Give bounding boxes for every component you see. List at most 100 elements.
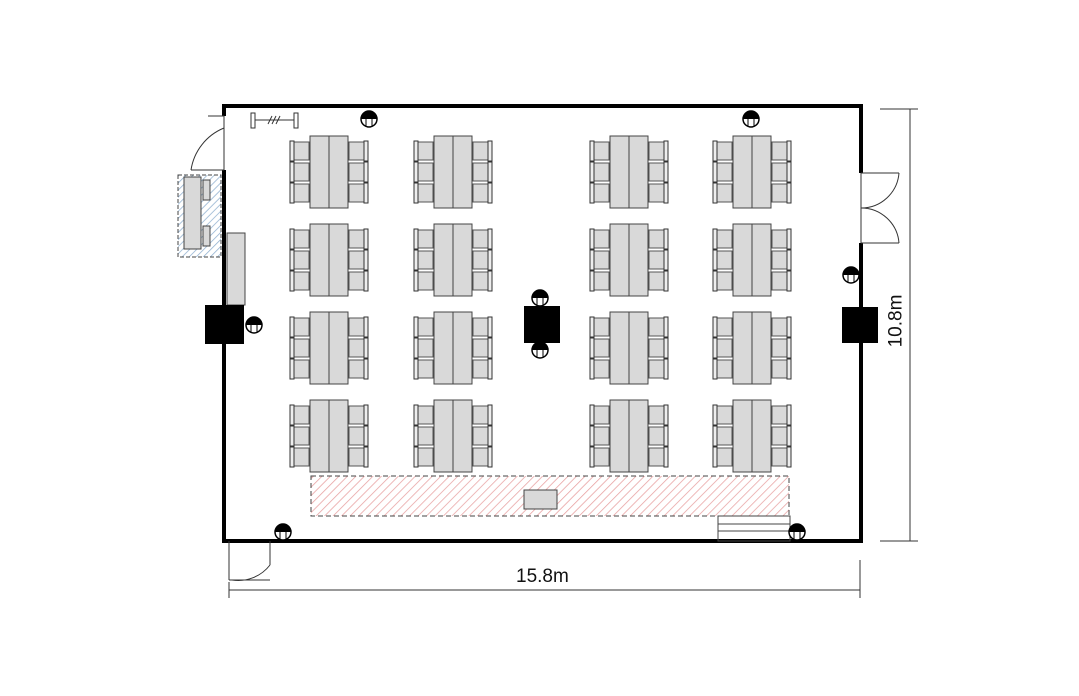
chair bbox=[771, 140, 792, 162]
table bbox=[609, 399, 630, 473]
chair bbox=[413, 182, 434, 204]
table bbox=[732, 135, 753, 209]
chair bbox=[413, 140, 434, 162]
chair bbox=[348, 161, 369, 183]
chair bbox=[413, 358, 434, 380]
chair bbox=[712, 316, 733, 338]
chair bbox=[289, 182, 310, 204]
floor-outlet-icon bbox=[360, 110, 378, 128]
table-group bbox=[289, 135, 369, 209]
chair bbox=[289, 228, 310, 250]
table-group bbox=[413, 135, 493, 209]
table bbox=[732, 399, 753, 473]
chair bbox=[589, 182, 610, 204]
chair bbox=[472, 446, 493, 468]
chair bbox=[348, 182, 369, 204]
chair bbox=[648, 161, 669, 183]
chair bbox=[771, 182, 792, 204]
chair bbox=[348, 140, 369, 162]
chair bbox=[589, 358, 610, 380]
chair bbox=[589, 404, 610, 426]
chair bbox=[712, 358, 733, 380]
chair bbox=[348, 249, 369, 271]
chair bbox=[589, 446, 610, 468]
chair bbox=[472, 270, 493, 292]
chair bbox=[648, 270, 669, 292]
chair bbox=[348, 404, 369, 426]
chair bbox=[589, 228, 610, 250]
chair bbox=[771, 316, 792, 338]
chair bbox=[712, 140, 733, 162]
chair bbox=[348, 337, 369, 359]
chair bbox=[771, 161, 792, 183]
chair bbox=[648, 425, 669, 447]
chair bbox=[472, 337, 493, 359]
chair bbox=[348, 446, 369, 468]
table-group bbox=[289, 311, 369, 385]
chair bbox=[589, 161, 610, 183]
chair bbox=[771, 228, 792, 250]
table bbox=[309, 135, 330, 209]
table bbox=[328, 311, 349, 385]
chair bbox=[348, 270, 369, 292]
table bbox=[309, 311, 330, 385]
room-walls bbox=[222, 104, 863, 543]
chair bbox=[589, 316, 610, 338]
chair bbox=[289, 446, 310, 468]
chair bbox=[413, 425, 434, 447]
chair bbox=[648, 182, 669, 204]
chair bbox=[648, 316, 669, 338]
table bbox=[452, 223, 473, 297]
chair bbox=[472, 182, 493, 204]
table bbox=[433, 399, 454, 473]
chair bbox=[289, 337, 310, 359]
height-dimension-label: 10.8m bbox=[885, 294, 907, 348]
chair bbox=[712, 337, 733, 359]
table bbox=[609, 223, 630, 297]
chair bbox=[289, 404, 310, 426]
coat-rack bbox=[250, 112, 299, 129]
chair bbox=[472, 404, 493, 426]
table-group bbox=[589, 399, 669, 473]
chair bbox=[413, 316, 434, 338]
chair bbox=[589, 337, 610, 359]
chair bbox=[712, 161, 733, 183]
pillar bbox=[842, 307, 878, 343]
chair bbox=[771, 446, 792, 468]
table-group bbox=[413, 399, 493, 473]
table bbox=[628, 135, 649, 209]
chair bbox=[289, 358, 310, 380]
chair bbox=[712, 249, 733, 271]
floor-outlet-icon bbox=[245, 316, 263, 334]
chair bbox=[289, 140, 310, 162]
chair bbox=[472, 316, 493, 338]
chair bbox=[413, 161, 434, 183]
chair bbox=[348, 228, 369, 250]
chair bbox=[413, 270, 434, 292]
table-group bbox=[712, 135, 792, 209]
chair bbox=[289, 249, 310, 271]
chair bbox=[648, 140, 669, 162]
chair bbox=[589, 140, 610, 162]
table bbox=[628, 399, 649, 473]
table-group bbox=[289, 399, 369, 473]
chair bbox=[589, 270, 610, 292]
chair bbox=[289, 270, 310, 292]
table bbox=[433, 135, 454, 209]
chair bbox=[413, 249, 434, 271]
table-group bbox=[289, 223, 369, 297]
table bbox=[751, 399, 772, 473]
chair bbox=[771, 249, 792, 271]
chair bbox=[472, 358, 493, 380]
chair bbox=[712, 228, 733, 250]
chair bbox=[348, 316, 369, 338]
chair bbox=[413, 446, 434, 468]
pillar bbox=[524, 306, 560, 343]
chair bbox=[771, 425, 792, 447]
table-group bbox=[589, 311, 669, 385]
chair bbox=[648, 249, 669, 271]
table bbox=[309, 399, 330, 473]
chair bbox=[472, 425, 493, 447]
chair bbox=[771, 404, 792, 426]
